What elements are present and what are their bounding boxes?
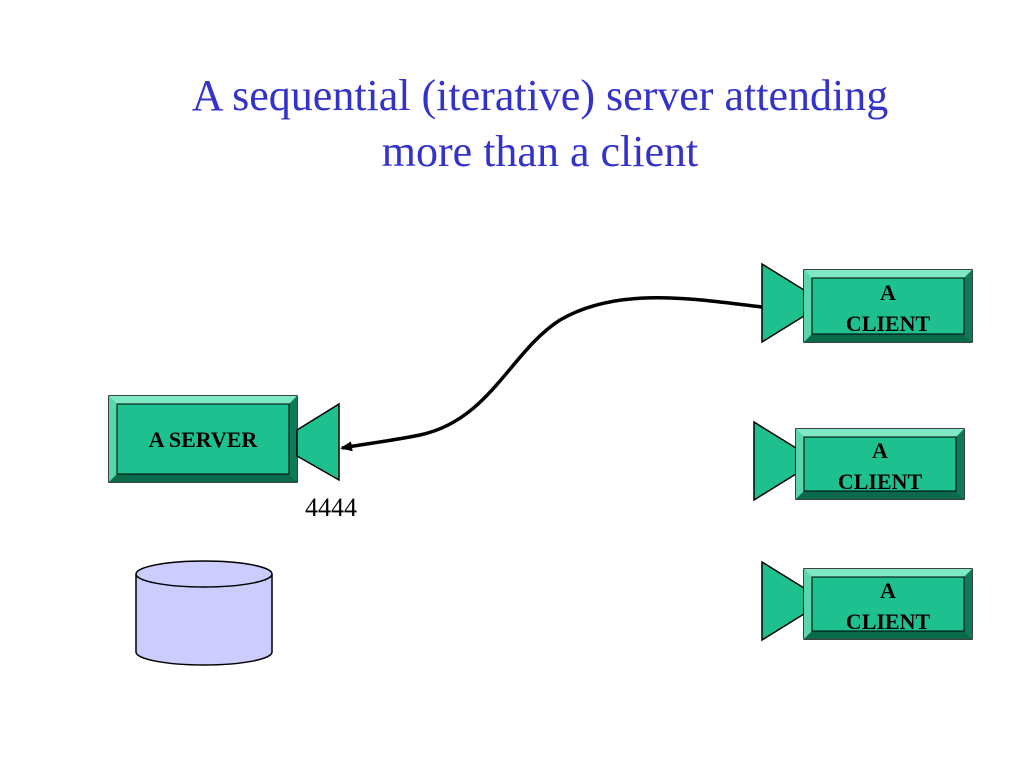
slide-title-line-2: more than a client [381, 127, 699, 176]
client-1-label-line-2: CLIENT [846, 311, 931, 336]
slide-title-line-1: A sequential (iterative) server attendin… [191, 71, 889, 120]
client-3-label-line-2: CLIENT [846, 609, 931, 634]
client-1-node: A CLIENT [803, 269, 973, 343]
client-3-socket-icon [761, 560, 805, 642]
client-3-node: A CLIENT [803, 568, 973, 640]
client-2-label-line-1: A [872, 438, 888, 463]
client-3-label-line-1: A [880, 578, 896, 603]
connection-arrow [340, 296, 763, 452]
client-2-node: A CLIENT [795, 428, 965, 500]
client-2-socket-icon [753, 420, 797, 502]
client-1-label-line-1: A [880, 280, 896, 305]
port-number: 4444 [305, 493, 357, 522]
database-cylinder-icon [135, 560, 273, 666]
client-1-socket-icon [761, 262, 805, 344]
server-node: A SERVER [108, 395, 298, 483]
slide-title: A sequential (iterative) server attendin… [90, 68, 990, 180]
client-2-label-line-2: CLIENT [838, 469, 923, 494]
server-label: A SERVER [149, 427, 259, 452]
server-socket-icon [296, 402, 340, 482]
